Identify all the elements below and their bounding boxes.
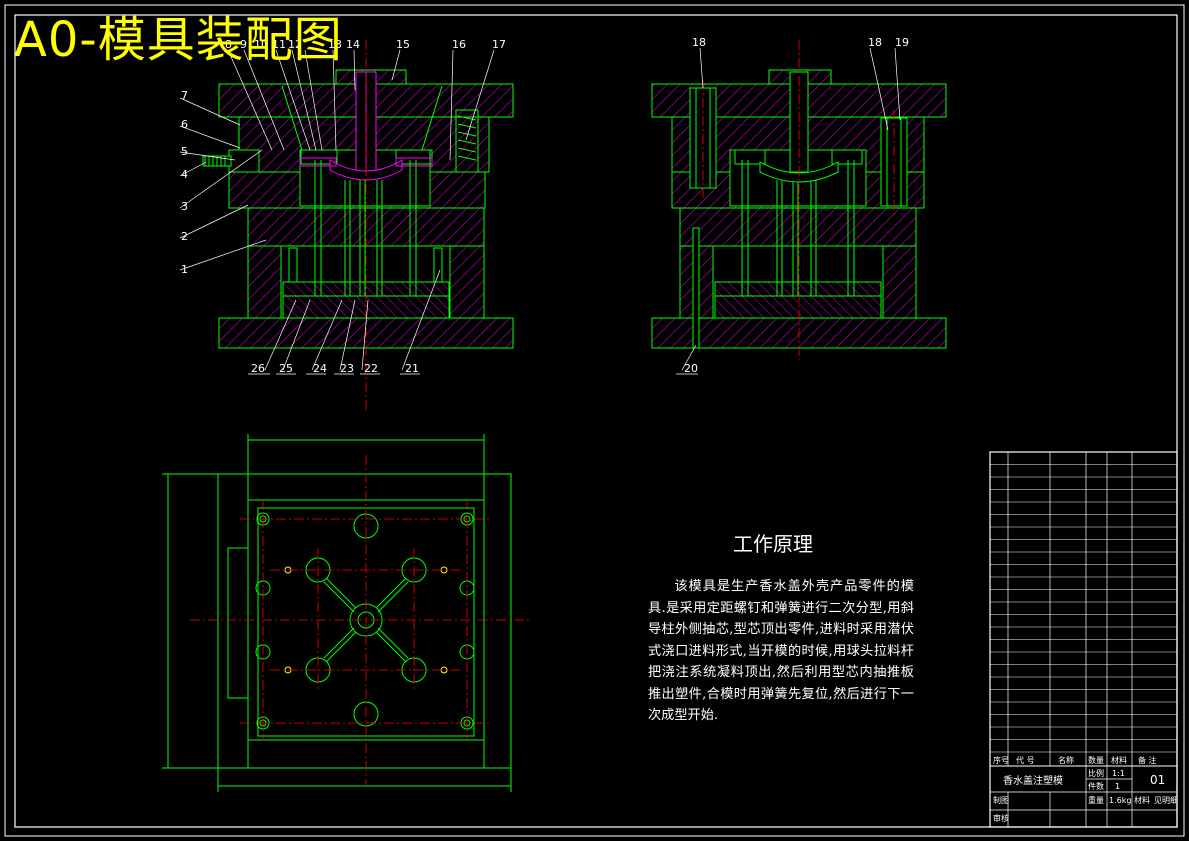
balloon-17: 17 <box>492 38 506 51</box>
balloon-labels-right: 18 18 19 20 <box>684 36 909 375</box>
outer-frame <box>4 4 1185 837</box>
balloon-18-a: 18 <box>692 36 706 49</box>
balloon-13: 13 <box>328 38 342 51</box>
balloon-labels-left: 1 2 3 4 5 6 7 8 9 10 11 12 13 14 15 16 1… <box>181 38 506 375</box>
balloon-5: 5 <box>181 145 188 158</box>
plan-centerlines <box>190 455 530 785</box>
work-principle-heading: 工作原理 <box>733 532 813 556</box>
balloon-12: 12 <box>288 38 302 51</box>
leader-lines-right <box>676 47 901 375</box>
plan-view <box>162 434 512 792</box>
balloon-11: 11 <box>272 38 286 51</box>
balloon-4: 4 <box>181 168 188 181</box>
checked-label: 审核 <box>993 813 1009 823</box>
header-material: 材料 <box>1111 755 1127 765</box>
drafted-label: 制图 <box>993 795 1009 805</box>
inner-frame <box>14 14 1178 828</box>
balloon-6: 6 <box>181 118 188 131</box>
scale-label: 比例 <box>1088 768 1104 778</box>
weight-label: 重量 <box>1088 795 1104 805</box>
drawing-number: 01 <box>1150 773 1165 787</box>
balloon-8: 8 <box>225 38 232 51</box>
balloon-1: 1 <box>181 263 188 276</box>
weight-value: 1.6kg <box>1109 796 1131 805</box>
title-block-text: 序号 代 号 名称 数量 材料 备 注 香水盖注塑模 比例 1:1 件数 1 0… <box>993 755 1178 823</box>
balloon-19: 19 <box>895 36 909 49</box>
balloon-22: 22 <box>364 362 378 375</box>
drawing-title: A0-模具装配图 <box>14 12 343 68</box>
material-label: 材料 <box>1134 795 1150 805</box>
header-name: 名称 <box>1058 755 1074 765</box>
parts-list-row-lines <box>990 464 1177 753</box>
balloon-3: 3 <box>181 200 188 213</box>
header-seq: 序号 <box>993 755 1009 765</box>
left-section-view <box>202 69 514 349</box>
scale-value: 1:1 <box>1112 769 1125 778</box>
work-principle-text: 该模具是生产香水盖外壳产品零件的模具.是采用定距螺钉和弹簧进行二次分型,用斜导柱… <box>648 576 914 727</box>
qty-label: 件数 <box>1088 781 1104 791</box>
part-name: 香水盖注塑模 <box>1003 774 1063 787</box>
balloon-25: 25 <box>279 362 293 375</box>
balloon-10: 10 <box>254 38 268 51</box>
balloon-20: 20 <box>684 362 698 375</box>
balloon-9: 9 <box>240 38 247 51</box>
header-code: 代 号 <box>1016 755 1035 765</box>
balloon-18-b: 18 <box>868 36 882 49</box>
right-centerlines <box>702 40 895 360</box>
balloon-26: 26 <box>251 362 265 375</box>
work-principle-paragraph: 该模具是生产香水盖外壳产品零件的模具.是采用定距螺钉和弹簧进行二次分型,用斜导柱… <box>648 579 914 723</box>
header-qty: 数量 <box>1088 755 1104 765</box>
material-value: 见明细 <box>1154 795 1178 805</box>
balloon-2: 2 <box>181 230 188 243</box>
balloon-14: 14 <box>346 38 360 51</box>
balloon-24: 24 <box>313 362 327 375</box>
balloon-16: 16 <box>452 38 466 51</box>
balloon-23: 23 <box>340 362 354 375</box>
balloon-7: 7 <box>181 89 188 102</box>
header-remark: 备 注 <box>1138 755 1157 765</box>
balloon-21: 21 <box>405 362 419 375</box>
balloon-15: 15 <box>396 38 410 51</box>
leader-lines-left <box>179 49 495 375</box>
qty-value: 1 <box>1115 782 1120 791</box>
parts-list <box>989 451 1178 828</box>
